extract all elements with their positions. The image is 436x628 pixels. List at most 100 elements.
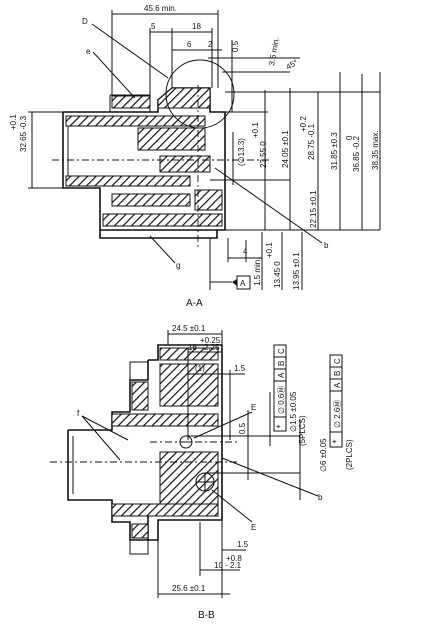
aa-dim-left-main: 32.65 -0.3 [19,115,28,152]
aa-dim-24-05: 24.05 ±0.1 [281,130,290,168]
bb-dim-16-tol: +0.25 [200,336,221,345]
bb-frame2-datum-b: B [333,371,342,376]
aa-dim-36-85: 36.85 -0.2 [352,135,361,172]
bb-insulator [159,451,219,511]
bb-caption: B-B [198,610,215,621]
aa-wall-top-insert [157,87,211,109]
aa-label-g: g [176,261,180,270]
aa-dim-36-85-tol: 0 [345,135,354,140]
aa-rear-shell [194,189,223,211]
aa-bottom-dimensions [209,232,303,290]
aa-insulator [137,127,206,151]
aa-dim-28-75-tol: +0.2 [299,116,308,132]
bb-leader-e2 [211,489,253,523]
aa-right-dimensions [210,72,381,231]
aa-dim-18: 18 [192,22,201,31]
aa-label-d: D [82,17,88,26]
aa-datum-a-letter: A [240,279,246,288]
aa-dim-31-85: 31.85 ±0.3 [330,132,339,170]
bb-body-outline [67,344,223,555]
bb-frame1-datum-b: B [277,361,286,366]
bb-label-e-upper: E [251,403,256,412]
aa-dim-3-5min: 3.5 min. [267,37,281,67]
aa-dim-45deg: 45° [285,58,300,72]
aa-caption: A-A [186,298,203,309]
bb-dim-2plcs: (2PLCS) [345,439,354,470]
bb-wall-top [131,381,149,411]
bb-wall-lower [111,503,219,517]
bb-side-dimensions [186,392,301,500]
aa-leader-d [91,23,169,79]
aa-label-e: e [86,47,91,56]
aa-leader-e [92,51,136,99]
aa-leader-g [149,235,176,264]
bb-leader-b [221,457,319,497]
bb-hatched-walls [111,347,219,539]
bb-label-f: f [77,409,80,418]
bb-dim-1: (1) [195,364,205,373]
aa-dim-13-95: 13.95 ±0.1 [292,252,301,290]
aa-dim-23-55: 23.55 0 [259,141,268,168]
bb-tolerance-frame-1 [273,344,287,432]
aa-dim-left-tol: +0.1 [9,114,18,130]
bb-leader-e1 [193,411,253,439]
bb-dim-16: 16 - 2.25 [188,343,220,352]
aa-hatched-walls [65,87,223,227]
aa-wall-upper [65,115,206,127]
aa-label-b: b [324,241,329,250]
section-bb: f E E b 24.5 ±0.1 +0.25 16 - 2.25 (1) 1.… [50,324,354,621]
aa-dim-0-5: 0.5 [231,40,240,52]
bb-dim-0-5: 0.5 [238,422,247,434]
bb-frame2-symbol: ⌖ [332,437,337,446]
bb-dim-d6: ∅6 ±0.05 [319,438,328,472]
section-aa: D e g b A 45.6 min. 5 18 6 2 0.5 3.5 min… [9,4,381,309]
bb-label-e-lower: E [251,523,256,532]
aa-dim-5: 5 [151,22,156,31]
bb-dim-25-6: 25.6 ±0.1 [172,584,206,593]
bb-frame2-datum-c: C [333,358,342,364]
aa-dim-1-5min: 1.5 min. [253,258,262,286]
aa-wall-bottom [102,213,223,227]
aa-dim-6: 6 [187,40,192,49]
aa-dim-2: 2 [208,40,213,49]
bb-dim-5plcs: (5PLCS) [298,415,307,446]
bb-wall-mid-upper [159,347,219,361]
bb-wall-bottom [131,523,149,539]
bb-bottom-dimensions [157,520,246,598]
bb-wall-upper [111,413,219,427]
bb-frame1-value: ∅ 0.6Ⓜ [277,386,286,414]
aa-dim-28-75: 28.75 -0.1 [307,123,316,160]
aa-top-dimensions [111,10,300,112]
aa-dim-13-45-tol: +0.1 [265,242,274,258]
bb-frame1-datum-a: A [277,372,286,378]
bb-frame2-value: ∅ 2.6Ⓜ [333,400,342,428]
aa-leader-b [214,167,323,244]
aa-wall-top-outer [111,95,151,109]
bb-dim-10: 10 - 2.1 [214,561,242,570]
bb-wall-mid [159,363,219,407]
bb-rear-stub-top [129,361,149,381]
aa-contact-pin [159,155,211,173]
bb-top-dimensions [167,330,249,480]
aa-datum-a-triangle [232,279,237,286]
aa-dim-d13-3: (∅13.3) [237,138,246,166]
aa-dim-38-35: 38.35 max. [371,130,380,170]
bb-dim-24-5: 24.5 ±0.1 [172,324,206,333]
bb-leader-f2 [81,415,121,461]
bb-leader-f1 [81,415,129,441]
bb-dim-1-5-bottom: 1.5 [237,540,249,549]
bb-label-b: b [318,493,323,502]
bb-tolerance-frame-2 [329,354,343,448]
aa-flange [111,193,191,207]
aa-detail-circle-d [165,59,235,129]
aa-dim-13-45: 13.45 0 [273,261,282,288]
bb-frame1-symbol: ⌖ [276,422,281,431]
aa-dim-23-55-tol: +0.1 [251,122,260,138]
bb-dim-10-tol: +0.8 [226,554,242,563]
bb-dim-1-5-top: 1.5 [234,364,246,373]
bb-frame2-datum-a: A [333,382,342,388]
bb-dim-d1-5: ∅1.5 ±0.05 [289,391,298,432]
aa-wall-lower [65,175,191,187]
bb-rear-stub-bottom [129,539,149,555]
